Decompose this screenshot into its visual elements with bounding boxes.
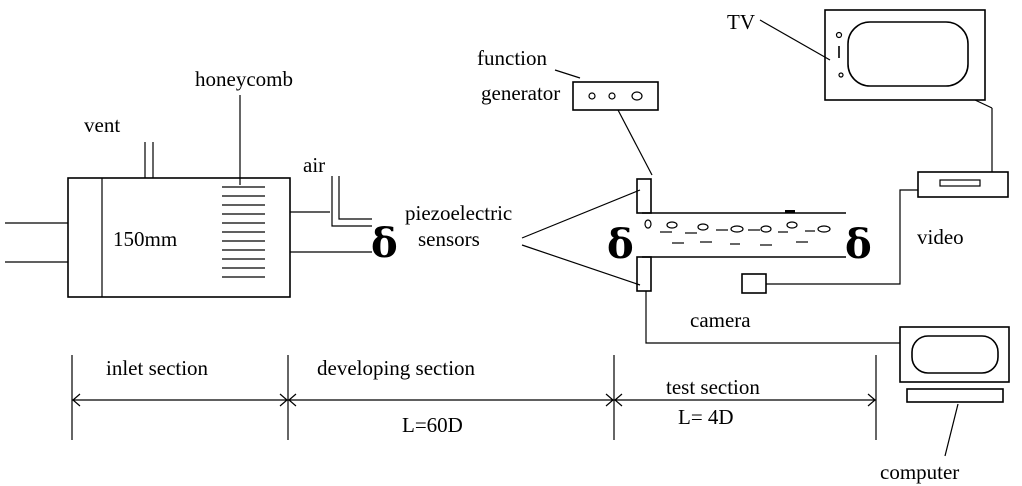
piezo-leader-lower (521, 244, 641, 286)
air-label: air (303, 153, 325, 177)
function-generator-box (572, 81, 659, 111)
tv-monitor (824, 9, 986, 101)
computer-leader (944, 403, 959, 457)
camera-to-video-wire (766, 189, 918, 285)
piezo-label-line2: sensors (418, 227, 480, 251)
tube-marker (785, 210, 795, 213)
developing-section-label: developing section (317, 356, 476, 380)
tv-leader (759, 19, 831, 61)
piezo-label-line1: piezoelectric (405, 201, 512, 225)
section-dimension-lines (71, 355, 877, 440)
delta-symbol-test-right: δ (845, 221, 872, 268)
tv-label: TV (727, 10, 755, 34)
camera-box (741, 273, 767, 294)
vent-label: vent (84, 113, 120, 137)
diameter-label: 150mm (113, 227, 177, 251)
developing-length-label: L=60D (402, 413, 463, 437)
generator-to-sensor-wire (617, 109, 653, 176)
function-generator-leader (554, 69, 581, 79)
sensor-to-computer-wire (645, 291, 900, 344)
function-generator-label-line1: function (477, 46, 547, 70)
delta-symbol-left: δ (371, 220, 398, 267)
computer-monitor (899, 326, 1010, 403)
inlet-chamber (5, 95, 372, 298)
settling-chamber-box (67, 177, 291, 298)
test-section-tube (636, 178, 846, 292)
test-length-label: L= 4D (678, 405, 734, 429)
air-pipe-outer (331, 176, 372, 227)
honeycomb-label: honeycomb (195, 67, 293, 91)
camera-label: camera (690, 308, 751, 332)
sensor-upper (636, 178, 652, 214)
air-pipe-inner (338, 176, 372, 220)
bubbles (644, 210, 831, 246)
computer-label: computer (880, 460, 959, 484)
function-generator-label-line2: generator (481, 81, 560, 105)
delta-symbol-test-left: δ (607, 221, 634, 268)
inlet-section-label: inlet section (106, 356, 209, 380)
honeycomb-bars (222, 186, 265, 278)
video-to-tv-wire-diagonal (974, 99, 993, 109)
sensor-lower (636, 256, 652, 292)
video-recorder (917, 171, 1009, 198)
piezo-leader-upper (521, 189, 641, 239)
test-section-label: test section (666, 375, 760, 399)
video-label: video (917, 225, 964, 249)
